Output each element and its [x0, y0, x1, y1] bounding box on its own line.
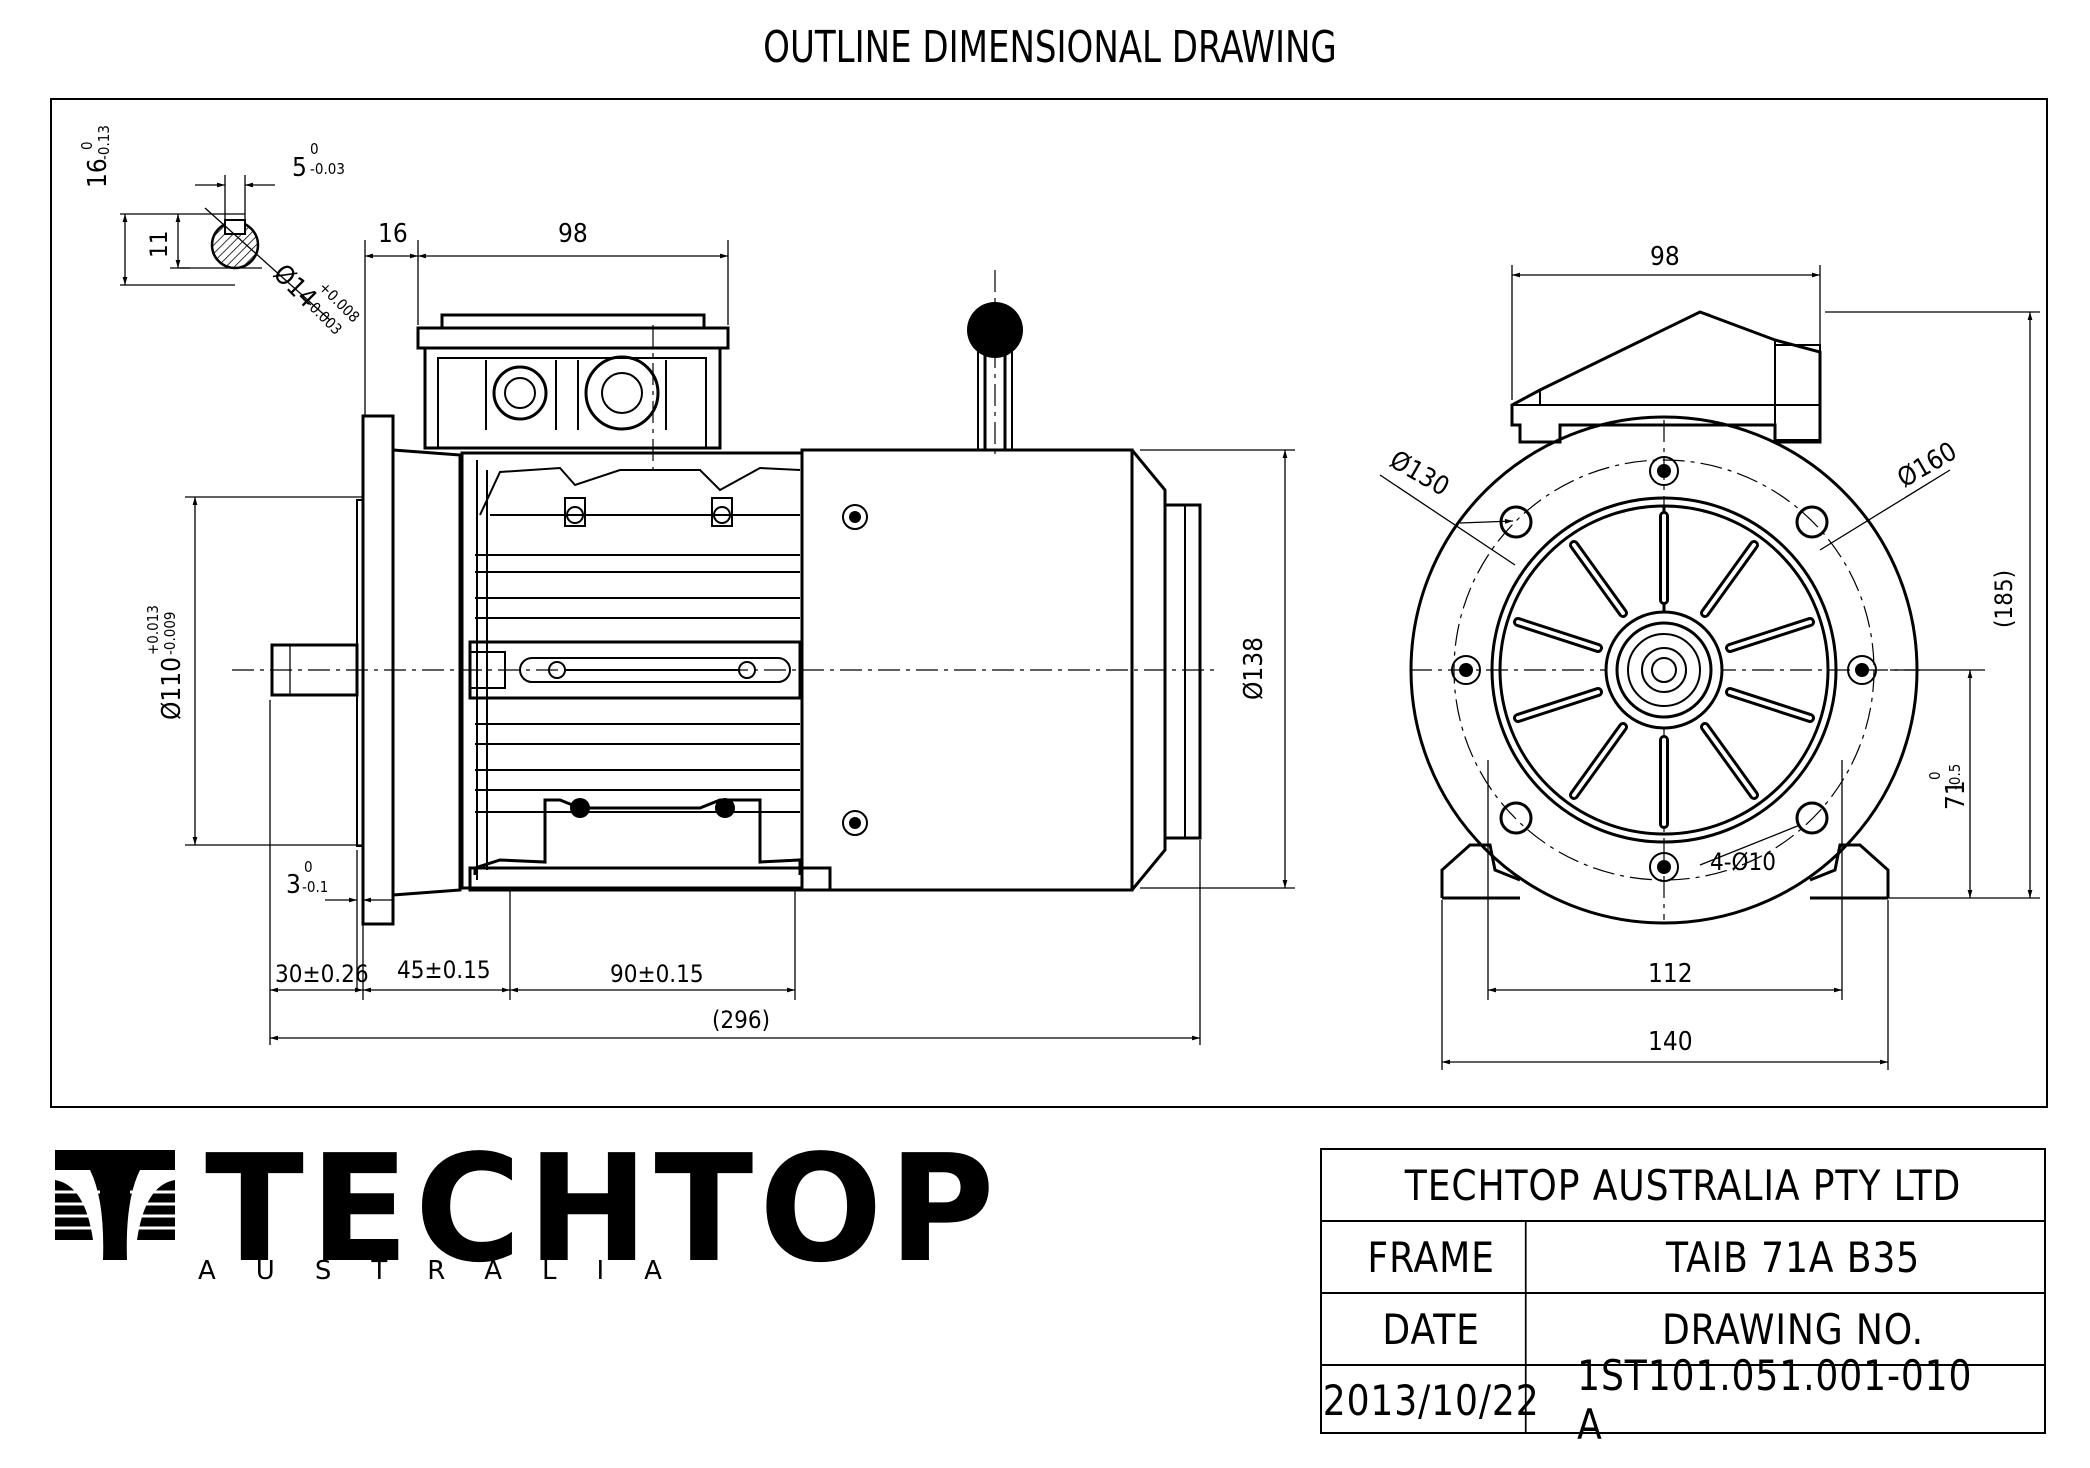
- dim-45: 45±0.15: [397, 956, 491, 984]
- dim-140: 140: [1648, 1027, 1693, 1057]
- bolt-heads: [1451, 456, 1877, 882]
- dim-3-upper: 0: [304, 858, 313, 876]
- dim-3-value: 3: [286, 870, 301, 900]
- logo-emblem-icon: [55, 1150, 175, 1260]
- frame-value: TAIB 71A B35: [1665, 1232, 1921, 1282]
- dim-16: 16: [378, 219, 408, 249]
- dim-112: 112: [1648, 959, 1693, 989]
- dim-holes: 4-Ø10: [1710, 848, 1776, 876]
- dim-spigot-value: Ø110: [157, 657, 187, 720]
- dim-98-end: 98: [1650, 242, 1680, 272]
- dim-3-lower: -0.1: [302, 878, 328, 896]
- dim-160: Ø160: [1893, 437, 1963, 495]
- dim-spigot-upper: +0.013: [144, 605, 162, 655]
- title-block: TECHTOP AUSTRALIA PTY LTD FRAME TAIB 71A…: [1320, 1148, 2046, 1449]
- side-view: 16 98 Ø110 +0.013 -0.009 3 0 -0.1 Ø138 3…: [144, 219, 1295, 1045]
- date-label: DATE: [1337, 1294, 1527, 1364]
- dim-spigot-lower: -0.009: [161, 612, 179, 656]
- dim-90: 90±0.15: [610, 960, 704, 988]
- dim-130: Ø130: [1385, 445, 1455, 503]
- drawing-no-value: 1ST101.051.001-010 A: [1577, 1351, 1973, 1449]
- key-height-upper: 0: [78, 141, 96, 150]
- dim-138: Ø138: [1239, 637, 1269, 700]
- key-height-value: 16: [83, 158, 113, 188]
- dim-30: 30±0.26: [275, 960, 369, 988]
- dim-71-value: 71: [1941, 780, 1971, 810]
- drawing-border: [50, 98, 2048, 1108]
- drawing-no-label: DRAWING NO.: [1662, 1304, 1924, 1354]
- date-value: 2013/10/22: [1323, 1366, 1539, 1434]
- frame-label: FRAME: [1337, 1222, 1527, 1292]
- logo-wordmark: TECHTOP: [205, 1123, 1001, 1295]
- dim-185: (185): [1990, 570, 2018, 628]
- end-view: 98 Ø130 Ø160 (185) 71 0 -0.5 4-Ø10 112 1…: [1379, 242, 2040, 1070]
- dim-296: (296): [712, 1006, 770, 1034]
- techtop-logo: [55, 1150, 175, 1260]
- dim-98-side: 98: [558, 219, 588, 249]
- key-width-lower: -0.03: [310, 160, 345, 178]
- key-height-lower: -0.13: [95, 125, 113, 160]
- logo-subtitle: AUSTRALIA: [198, 1256, 702, 1286]
- key-11-value: 11: [145, 231, 173, 258]
- key-width-value: 5: [292, 153, 307, 183]
- shaft-key-detail: 16 0 -0.13 5 0 -0.03 11 Ø14 +0.008 -0.00…: [78, 125, 363, 339]
- drawing-title: OUTLINE DIMENSIONAL DRAWING: [763, 21, 1337, 72]
- dim-71-upper: 0: [1926, 771, 1944, 780]
- dim-71-lower: -0.5: [1946, 764, 1964, 790]
- key-width-upper: 0: [310, 140, 319, 158]
- company-name: TECHTOP AUSTRALIA PTY LTD: [1404, 1160, 1962, 1210]
